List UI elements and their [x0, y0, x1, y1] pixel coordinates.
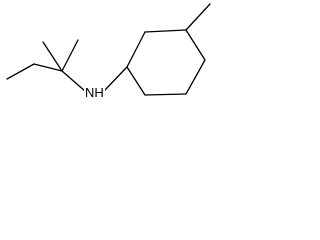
ring-bond-3: [185, 29, 206, 61]
bond-methyl-upper-right: [61, 39, 79, 72]
bond-n-ring: [103, 66, 128, 92]
ring-bond-6: [126, 66, 146, 96]
ring-bond-2: [144, 29, 187, 33]
ring-bond-1: [126, 31, 146, 68]
bond-quaternary-c-n: [61, 70, 86, 92]
bond-ring-methyl: [185, 3, 211, 31]
structure-diagram: NH: [0, 0, 239, 103]
atom-label-nh: NH: [84, 85, 105, 100]
ring-bond-5: [144, 93, 187, 96]
bond-methyl-upper-left: [42, 41, 63, 72]
skeletal-formula: [6, 3, 211, 96]
bond-ethyl-ch2: [33, 63, 63, 72]
bond-ethyl-ch3: [6, 63, 35, 80]
ring-bond-4: [185, 59, 206, 95]
